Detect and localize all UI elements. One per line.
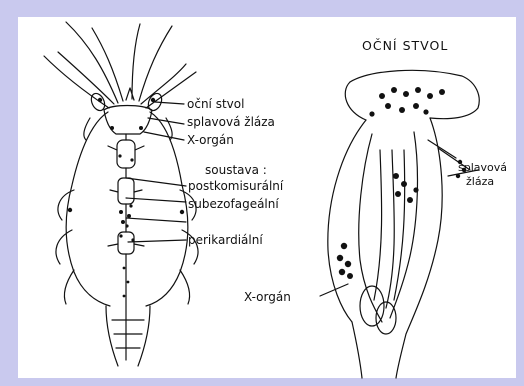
label-ocni-stvol: oční stvol <box>187 98 244 110</box>
label-postkomisuralni: postkomisurální <box>188 180 283 192</box>
label-perikardialni: perikardiální <box>188 234 263 246</box>
eyestalk-title: OČNÍ STVOL <box>362 40 448 53</box>
label-subezofagealni: subezofageální <box>188 198 279 210</box>
eyestalk-illustration <box>320 70 479 378</box>
crayfish-illustration <box>44 22 198 366</box>
label-splavova-right: splavová <box>458 162 507 173</box>
label-x-organ-right: X-orgán <box>244 291 291 303</box>
label-zlaza-right: žláza <box>466 176 494 187</box>
label-soustava: soustava : <box>205 164 267 176</box>
label-splavova-zlaza: splavová žláza <box>187 116 275 128</box>
label-x-organ: X-orgán <box>187 134 234 146</box>
